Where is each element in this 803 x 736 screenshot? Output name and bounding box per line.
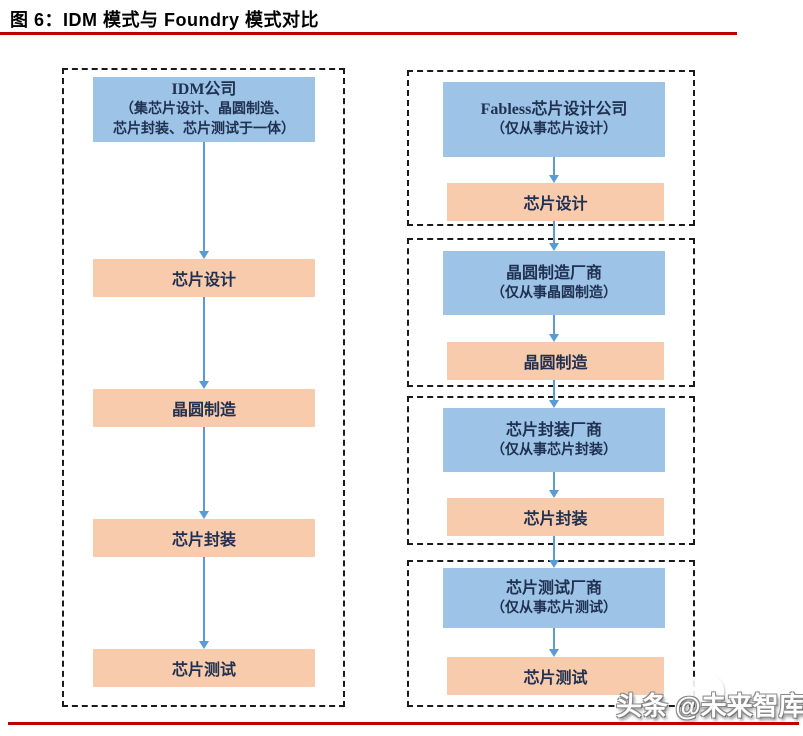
arrow-shaft bbox=[203, 427, 205, 513]
arrow-down-foundry-6 bbox=[548, 536, 560, 568]
toutiao-logo-circle-icon bbox=[690, 674, 724, 708]
arrow-head bbox=[549, 175, 559, 183]
idm-company-title: IDM公司 bbox=[171, 81, 237, 98]
foundry-step-label: 芯片测试 bbox=[523, 670, 588, 687]
idm-step-label: 晶圆制造 bbox=[171, 402, 236, 419]
idm-step-box-chip-package: 芯片封装 bbox=[93, 519, 315, 557]
idm-company-subtitle-line1: （集芯片设计、晶圆制造、 bbox=[120, 102, 288, 117]
company-name: Fabless芯片设计公司 bbox=[480, 101, 628, 118]
arrow-head bbox=[549, 560, 559, 568]
company-scope: （仅从事芯片封装） bbox=[491, 442, 617, 458]
idm-company-box: IDM公司 （集芯片设计、晶圆制造、 芯片封装、芯片测试于一体） bbox=[93, 77, 315, 142]
company-name: 芯片测试厂商 bbox=[505, 579, 602, 597]
arrow-shaft bbox=[553, 221, 555, 245]
arrow-shaft bbox=[203, 142, 205, 253]
arrow-shaft bbox=[553, 628, 555, 651]
arrow-head bbox=[549, 243, 559, 251]
foundry-group-1-border bbox=[407, 70, 695, 226]
title-underline bbox=[0, 32, 737, 35]
idm-step-box-chip-design: 芯片设计 bbox=[93, 259, 315, 297]
arrow-head bbox=[549, 334, 559, 342]
company-scope: （仅从事芯片设计） bbox=[491, 122, 617, 137]
idm-step-box-chip-test: 芯片测试 bbox=[93, 649, 315, 687]
bottom-rule bbox=[8, 722, 799, 725]
arrow-down-idm-2 bbox=[198, 297, 210, 389]
foundry-step-label: 芯片封装 bbox=[523, 511, 588, 528]
arrow-shaft bbox=[203, 557, 205, 643]
foundry-step-label: 芯片设计 bbox=[523, 196, 588, 213]
arrow-shaft bbox=[553, 472, 555, 492]
company-name: 芯片封装厂商 bbox=[505, 421, 602, 439]
foundry-step-box-chip-package: 芯片封装 bbox=[447, 498, 664, 536]
arrow-head bbox=[549, 649, 559, 657]
arrow-head bbox=[549, 490, 559, 498]
arrow-down-foundry-1 bbox=[548, 157, 560, 183]
test-company-box: 芯片测试厂商 （仅从事芯片测试） bbox=[443, 568, 665, 628]
arrow-down-foundry-4 bbox=[548, 380, 560, 408]
company-name: 晶圆制造厂商 bbox=[505, 264, 602, 282]
foundry-step-box-chip-test: 芯片测试 bbox=[447, 657, 664, 695]
arrow-shaft bbox=[203, 297, 205, 383]
arrow-down-foundry-2 bbox=[548, 221, 560, 251]
idm-panel-border bbox=[62, 68, 345, 707]
arrow-down-foundry-3 bbox=[548, 315, 560, 342]
arrow-down-foundry-7 bbox=[548, 628, 560, 657]
idm-company-subtitle-line2: 芯片封装、芯片测试于一体） bbox=[113, 122, 295, 137]
arrow-shaft bbox=[553, 536, 555, 562]
fabless-company-box: Fabless芯片设计公司 （仅从事芯片设计） bbox=[443, 82, 665, 157]
company-scope: （仅从事芯片测试） bbox=[491, 600, 617, 616]
idm-step-label: 芯片测试 bbox=[171, 662, 236, 679]
arrow-head bbox=[549, 400, 559, 408]
watermark: 头条 @未来智库 bbox=[616, 674, 803, 728]
watermark-text: 头条 @未来智库 bbox=[616, 691, 803, 721]
arrow-head bbox=[199, 251, 209, 259]
idm-step-box-wafer-fab: 晶圆制造 bbox=[93, 389, 315, 427]
arrow-head bbox=[199, 381, 209, 389]
idm-step-label: 芯片封装 bbox=[171, 532, 236, 549]
arrow-shaft bbox=[553, 380, 555, 402]
arrow-shaft bbox=[553, 157, 555, 177]
foundry-group-3-border bbox=[407, 396, 695, 545]
arrow-head bbox=[199, 511, 209, 519]
foundry-step-box-chip-design: 芯片设计 bbox=[447, 183, 664, 221]
arrow-down-idm-1 bbox=[198, 142, 210, 259]
idm-step-label: 芯片设计 bbox=[171, 272, 236, 289]
company-scope: （仅从事晶圆制造） bbox=[491, 285, 617, 301]
figure-title: 图 6：IDM 模式与 Foundry 模式对比 bbox=[10, 10, 319, 30]
arrow-head bbox=[199, 641, 209, 649]
arrow-down-idm-3 bbox=[198, 427, 210, 519]
foundry-step-box-wafer-fab: 晶圆制造 bbox=[447, 342, 664, 380]
package-company-box: 芯片封装厂商 （仅从事芯片封装） bbox=[443, 408, 665, 472]
wafer-fab-company-box: 晶圆制造厂商 （仅从事晶圆制造） bbox=[443, 251, 665, 315]
foundry-step-label: 晶圆制造 bbox=[523, 355, 588, 372]
arrow-down-idm-4 bbox=[198, 557, 210, 649]
arrow-down-foundry-5 bbox=[548, 472, 560, 498]
foundry-group-2-border bbox=[407, 238, 695, 387]
arrow-shaft bbox=[553, 315, 555, 336]
